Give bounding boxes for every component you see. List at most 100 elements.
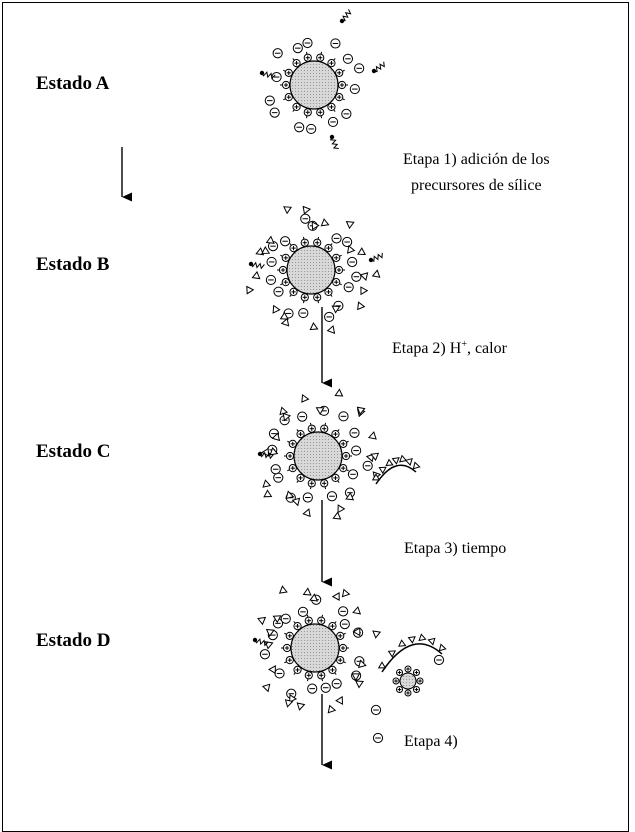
silica-precursor-triangle xyxy=(272,615,282,624)
silica-precursor-triangle xyxy=(357,659,367,669)
silica-precursor-triangle xyxy=(341,588,351,598)
state-a-label: Estado A xyxy=(36,73,110,94)
silica-precursor-triangle xyxy=(352,606,362,615)
surfactant-head xyxy=(339,18,345,24)
silica-precursor-triangle xyxy=(309,593,319,602)
silica-precursor-triangle xyxy=(302,587,312,596)
silica-precursor-triangle xyxy=(407,636,416,644)
silica-precursor-triangle xyxy=(391,457,400,465)
silica-precursor-triangle xyxy=(346,244,356,254)
surfactant-head xyxy=(252,637,258,643)
silica-precursor-triangle xyxy=(387,650,397,658)
stage-1-line-1: Etapa 1) adición de los xyxy=(403,151,550,168)
silica-precursor-triangle xyxy=(367,431,377,440)
surfactant-tail xyxy=(250,261,265,270)
surfactant-head xyxy=(259,70,265,76)
silica-precursor-triangle xyxy=(291,497,301,507)
surfactant-head xyxy=(329,134,335,140)
micelle-state-b xyxy=(246,205,383,334)
silica-precursor-triangle xyxy=(357,301,366,311)
silica-precursor-triangle xyxy=(418,633,427,642)
silica-precursor-triangle xyxy=(262,479,272,488)
surfactant-head xyxy=(248,261,254,267)
silica-precursor-triangle xyxy=(285,490,295,500)
silica-precursor-triangle xyxy=(320,218,330,227)
silica-precursor-triangle xyxy=(271,432,281,442)
stage-1-label: Etapa 1) adición de los precursores de s… xyxy=(403,147,550,199)
silica-precursor-triangle xyxy=(356,406,366,416)
silica-precursor-triangle xyxy=(251,270,261,280)
silica-precursor-triangle xyxy=(272,304,281,314)
surfactant-tail xyxy=(261,71,276,80)
silica-precursor-triangle xyxy=(385,458,394,467)
silica-precursor-triangle xyxy=(332,511,342,520)
silica-precursor-triangle xyxy=(269,447,279,456)
silica-precursor-triangle xyxy=(268,665,276,675)
stage-2-prefix: Etapa 2) H xyxy=(392,340,462,357)
surfactant-tail xyxy=(329,136,339,149)
silica-precursor-triangle xyxy=(345,492,355,501)
silica-precursor-triangle xyxy=(399,454,408,463)
stage-3-label: Etapa 3) tiempo xyxy=(404,540,507,557)
micelle-state-d xyxy=(252,585,382,714)
silica-precursor-triangle xyxy=(315,407,325,415)
silica-precursor-triangle xyxy=(301,393,310,403)
silica-precursor-triangle xyxy=(263,489,273,498)
surfactant-tail xyxy=(259,451,274,460)
silica-precursor-triangle xyxy=(370,452,380,461)
surfactant-tail xyxy=(373,61,385,73)
silica-precursor-triangle xyxy=(264,641,274,650)
surfactant-tail xyxy=(254,638,269,647)
silica-precursor-triangle xyxy=(335,695,344,705)
silica-precursor-triangle xyxy=(357,247,367,256)
silica-shell-d xyxy=(377,633,447,673)
silica-precursor-triangle xyxy=(337,504,346,514)
silica-precursor-triangle xyxy=(398,639,407,647)
surfactant-head xyxy=(257,451,263,457)
state-c-label: Estado C xyxy=(36,441,111,462)
surfactant-head xyxy=(371,68,377,74)
micelle-core xyxy=(290,623,340,673)
micelle-state-c xyxy=(257,388,382,520)
silica-precursor-triangle xyxy=(265,235,275,244)
silica-precursor-triangle xyxy=(351,673,361,682)
silica-precursor-triangle xyxy=(352,627,361,637)
silica-precursor-triangle xyxy=(289,694,298,703)
stage-4-label: Etapa 4) xyxy=(404,733,458,750)
state-b-label: Estado B xyxy=(36,254,110,275)
silica-precursor-triangle xyxy=(309,322,319,331)
silica-precursor-triangle xyxy=(354,680,365,689)
partial-silica-shell-c xyxy=(371,454,421,485)
silica-precursor-triangle xyxy=(278,585,288,594)
silica-precursor-triangle xyxy=(334,388,344,397)
silica-precursor-triangle xyxy=(283,206,292,215)
silica-precursor-triangle xyxy=(377,661,387,669)
silica-precursor-triangle xyxy=(280,317,290,327)
silica-precursor-triangle xyxy=(372,630,382,639)
silica-precursor-triangle xyxy=(327,704,337,714)
silica-precursor-triangle xyxy=(296,702,306,711)
silica-precursor-triangle xyxy=(371,473,381,481)
silica-precursor-triangle xyxy=(302,205,312,215)
silica-precursor-triangle xyxy=(359,272,369,281)
micelle-core xyxy=(293,431,343,481)
surfactant-arc xyxy=(381,643,443,673)
surfactant-tail xyxy=(370,252,383,262)
silica-precursor-triangle xyxy=(371,269,381,278)
silica-precursor-triangle xyxy=(438,643,447,652)
silica-precursor-triangle xyxy=(279,311,289,320)
silica-precursor-triangle xyxy=(257,616,267,626)
silica-precursor-triangle xyxy=(412,461,421,470)
surfactant-head xyxy=(368,257,374,263)
silica-precursor-triangle xyxy=(311,221,320,231)
silica-precursor-triangle xyxy=(246,285,255,295)
silica-precursor-triangle xyxy=(331,592,340,601)
silica-precursor-triangle xyxy=(326,325,336,334)
state-d-label: Estado D xyxy=(36,630,111,651)
silica-precursor-triangle xyxy=(302,508,311,518)
small-micelle-state-d xyxy=(370,654,445,744)
micelle-state-a xyxy=(259,9,385,149)
silica-precursor-triangle xyxy=(360,286,369,296)
silica-precursor-triangle xyxy=(255,247,265,256)
